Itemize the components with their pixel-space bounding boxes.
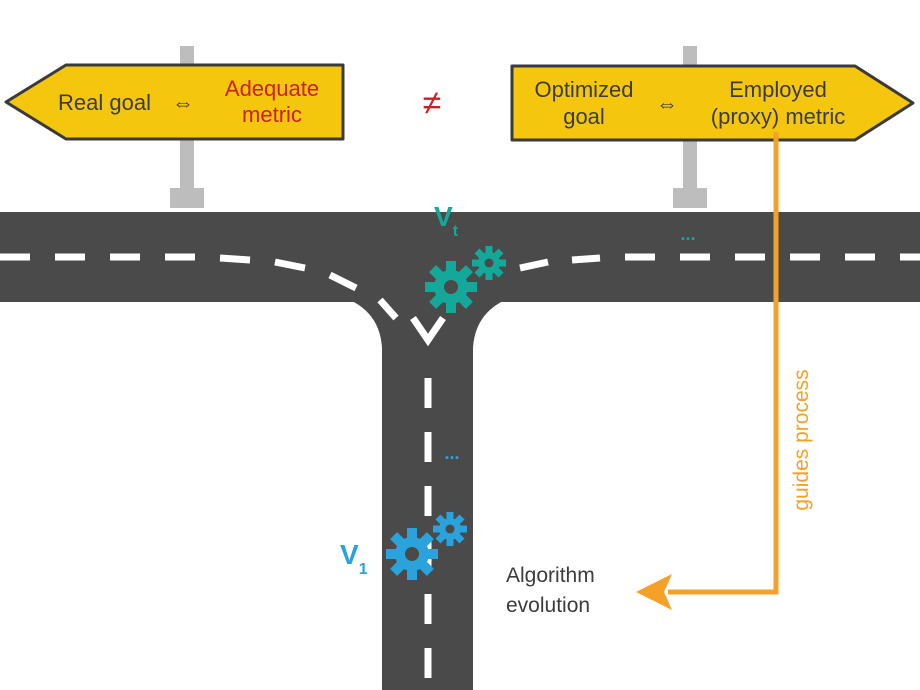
algorithm-label-line2: evolution xyxy=(506,594,590,617)
algorithm-label-line1: Algorithm xyxy=(506,564,595,587)
gear-icon xyxy=(433,512,467,546)
right-sign: Optimized goal ⇔ Employed (proxy) metric xyxy=(510,64,915,142)
right-sign-proxy-metric: (proxy) metric xyxy=(711,104,845,129)
road-corner-right xyxy=(473,302,920,690)
left-sign-equiv: ⇔ xyxy=(172,90,194,115)
left-sign-metric: metric xyxy=(242,102,302,127)
road-dashes xyxy=(0,253,920,678)
not-equal-symbol: ≠ xyxy=(423,84,442,122)
v1-label-sub: 1 xyxy=(359,561,368,578)
vt-label: Vt xyxy=(434,201,459,240)
ellipsis-stem: ... xyxy=(444,443,459,463)
v1-label: V1 xyxy=(340,539,368,578)
v1-label-main: V xyxy=(340,539,359,570)
right-sign-goal: goal xyxy=(563,104,605,129)
road xyxy=(0,212,920,690)
left-sign-adequate: Adequate xyxy=(225,76,319,101)
vt-label-main: V xyxy=(434,201,453,232)
right-sign-equiv: ⇔ xyxy=(656,91,678,116)
right-sign-employed: Employed xyxy=(729,77,827,102)
left-sign: Real goal ⇔ Adequate metric xyxy=(4,63,345,141)
left-sign-real-goal: Real goal xyxy=(58,90,151,115)
road-corner-left xyxy=(0,302,382,690)
vt-label-sub: t xyxy=(453,223,459,240)
guides-process-label: guides process xyxy=(790,369,813,510)
ellipsis-top: ... xyxy=(680,224,695,244)
right-sign-optimized: Optimized xyxy=(534,77,633,102)
gear-icon xyxy=(472,246,506,280)
road-junction xyxy=(340,296,515,352)
gear-icon xyxy=(425,261,477,313)
arrow-left-icon xyxy=(636,574,672,610)
junction-v-mark xyxy=(410,316,446,347)
guides-process-arrow xyxy=(636,132,779,610)
gear-icon xyxy=(386,528,438,580)
